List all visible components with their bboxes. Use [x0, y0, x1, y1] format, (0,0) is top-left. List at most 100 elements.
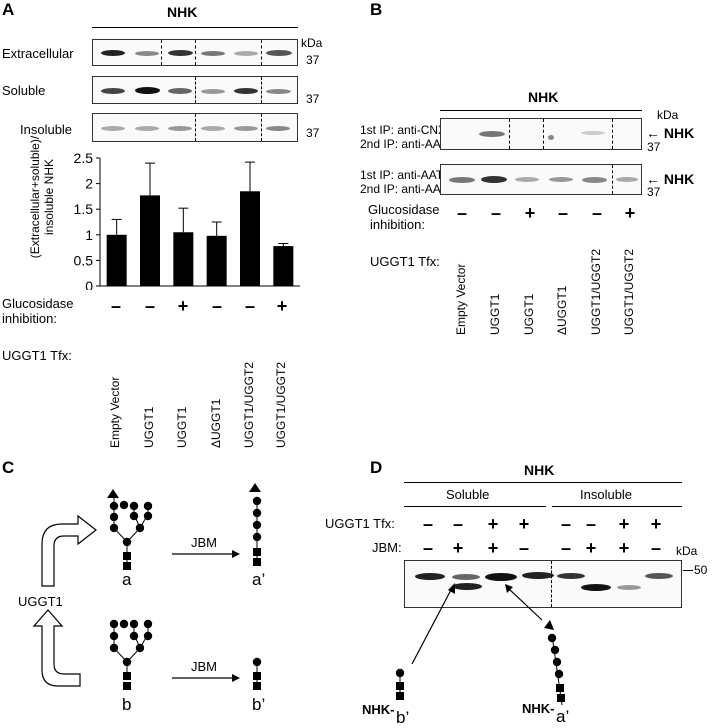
jbm-sign: –	[422, 538, 433, 558]
band	[101, 50, 125, 56]
glucosidase-sign: –	[211, 296, 222, 316]
panel-a-label: A	[2, 0, 15, 19]
tfx-sign: +	[650, 514, 662, 534]
glycan-b-prime-d	[395, 668, 405, 700]
glycan-a	[107, 489, 153, 570]
lane-label: ΔUGGT1	[555, 285, 569, 335]
band	[234, 126, 258, 131]
chart-ylabel: (Extracellular+soluble)/ insoluble NHK	[28, 122, 56, 272]
glycan-a-prime-label: a’	[252, 570, 266, 589]
y-tick-label: 1	[85, 227, 93, 243]
glycan-b-label: b	[122, 695, 132, 714]
lane-label: UGGT1/UGGT2	[589, 248, 603, 335]
band	[616, 177, 638, 182]
ip1-text-1: 1st IP: anti-CNX	[360, 123, 447, 137]
blot-insoluble	[92, 113, 298, 142]
marker-50: 50	[694, 563, 708, 577]
jbm-label-1: JBM	[191, 535, 217, 550]
band	[135, 51, 159, 56]
band	[234, 51, 258, 56]
blot-jbm	[404, 560, 682, 608]
marker-37: 37	[647, 185, 661, 199]
y-tick-label: 2.5	[74, 150, 94, 166]
panel-d-label: D	[370, 458, 383, 477]
glucosidase-label-b-1: Glucosidase	[368, 202, 440, 217]
panel-a-kda: kDa	[301, 36, 323, 50]
panel-c-diagram	[32, 483, 262, 690]
bar	[206, 235, 227, 286]
glucosidase-sign: +	[624, 203, 636, 223]
lane-label: UGGT1	[175, 406, 189, 448]
jbm-sign: +	[585, 538, 597, 558]
bar	[106, 234, 127, 286]
jbm-label-2: JBM	[191, 659, 217, 674]
jbm-label-d: JBM:	[372, 540, 402, 555]
band	[266, 50, 292, 56]
y-tick-label: 1.5	[74, 201, 94, 217]
blot-extracellular	[92, 39, 298, 66]
band	[452, 583, 482, 590]
panel-b-header: NHK	[528, 89, 559, 105]
glucosidase-sign: –	[591, 203, 602, 223]
band	[485, 573, 517, 581]
band	[549, 177, 573, 182]
lane-divider	[195, 40, 196, 65]
jbm-sign: +	[487, 538, 499, 558]
lane-label: UGGT1	[522, 293, 536, 335]
glycan-b-prime	[252, 657, 262, 690]
glucosidase-sign: –	[244, 296, 255, 316]
jbm-sign: –	[650, 538, 661, 558]
marker-37: 37	[306, 53, 320, 67]
jbm-sign: –	[560, 538, 571, 558]
band	[168, 88, 192, 94]
band	[101, 126, 125, 131]
lane-label: UGGT1/UGGT2	[242, 361, 256, 448]
band	[266, 126, 290, 131]
tfx-sign: –	[422, 514, 433, 534]
glycan-b	[109, 619, 153, 690]
glycan-a-prime-d	[544, 620, 565, 706]
band	[201, 51, 225, 56]
marker-37: 37	[306, 92, 320, 106]
b-prime-label-d: b’	[396, 708, 410, 727]
lane-label: Empty Vector	[108, 376, 122, 448]
panel-b-label: B	[370, 0, 383, 19]
nhk-arrow-1-label: NHK	[663, 125, 695, 141]
tfx-label-b: UGGT1 Tfx:	[370, 254, 440, 269]
lane-divider	[509, 119, 510, 149]
tfx-label-d: UGGT1 Tfx:	[325, 516, 395, 531]
lane-divider	[161, 40, 162, 65]
y-tick-label: 0.5	[74, 252, 94, 268]
ip2-text-2: 2nd IP: anti-AAT	[360, 182, 448, 196]
y-tick-label: 2	[85, 176, 93, 192]
lane-divider	[195, 114, 196, 141]
cycle-arrow-top	[41, 514, 97, 587]
blot-label-extracellular: Extracellular	[2, 46, 74, 61]
band	[266, 89, 291, 94]
glucosidase-sign: –	[110, 296, 121, 316]
tfx-sign: –	[560, 514, 571, 534]
ip2-line-1: 1st IP: anti-AAT	[360, 168, 443, 182]
lane-divider	[612, 119, 613, 149]
band	[101, 88, 125, 94]
tfx-label-a: UGGT1 Tfx:	[2, 348, 72, 363]
lane-divider	[543, 119, 544, 149]
panel-d-kda: kDa	[676, 544, 698, 558]
lane-label: Empty Vector	[454, 263, 468, 335]
nhk-arrow-1: ← NHK	[646, 125, 695, 141]
tfx-sign: +	[618, 514, 630, 534]
jbm-sign: +	[452, 538, 464, 558]
nhk-arrow-2: ← NHK	[646, 171, 695, 187]
panel-d-header: NHK	[524, 462, 555, 478]
tfx-sign: –	[585, 514, 596, 534]
a-prime-label-d: a’	[556, 707, 570, 726]
lane-divider	[551, 561, 552, 607]
band	[168, 50, 193, 56]
blot-ip-aat	[440, 164, 642, 195]
glucosidase-sign: –	[490, 203, 501, 223]
bar-chart: 00.511.522.5	[74, 150, 300, 290]
band	[415, 573, 445, 580]
panel-d-glycans	[395, 583, 565, 706]
panel-a-header: NHK	[167, 4, 198, 20]
ip1-line-1: 1st IP: anti-CNX	[360, 123, 446, 137]
